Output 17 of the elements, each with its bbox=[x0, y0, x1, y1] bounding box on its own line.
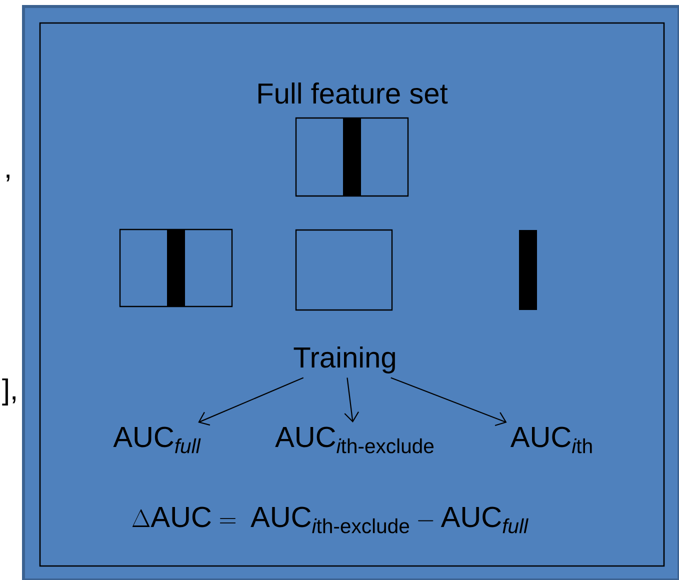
equation: $\Delta\mathrm{AUC} =\; \mathrm{AUC}_{\mathit{i}\text{th-exclude}} - \mathrm{AUC}_{\mathit{full}}$ bbox=[132, 506, 528, 534]
feature-bar bbox=[343, 118, 361, 196]
punctuation: ], bbox=[2, 378, 16, 406]
feature-box bbox=[119, 228, 233, 308]
arrow bbox=[198, 377, 304, 426]
punctuation: , bbox=[6, 174, 10, 182]
auc-label: $\mathrm{AUC}_{\mathit{full}}$ bbox=[113, 426, 201, 454]
feature-box: Full feature set bbox=[258, 82, 448, 197]
auc-label: $\mathrm{AUC}_{\mathit{i}\text{th-exclude}}$ bbox=[275, 426, 434, 454]
arrow bbox=[390, 377, 507, 426]
feature-box bbox=[295, 229, 393, 311]
arrow bbox=[344, 378, 359, 422]
feature-bar bbox=[519, 230, 537, 310]
auc-label: $\mathrm{AUC}_{\mathit{i}\mathrm{th}}$ bbox=[510, 426, 592, 454]
step-label: Training bbox=[294, 346, 395, 374]
feature-bar bbox=[167, 230, 185, 306]
node-label: Full feature set bbox=[258, 82, 448, 104]
